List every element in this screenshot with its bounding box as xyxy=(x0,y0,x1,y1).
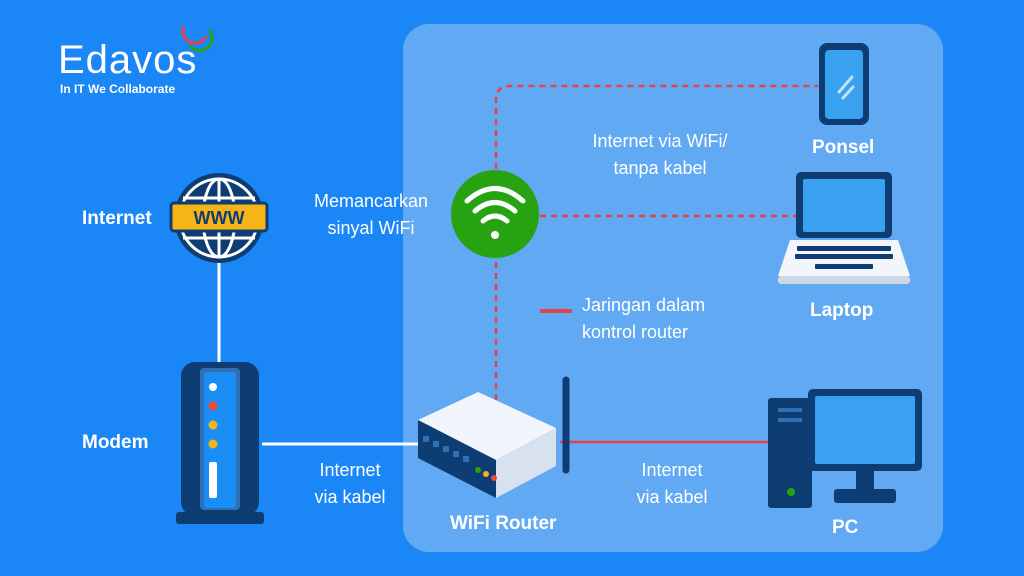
brand-logo-mark xyxy=(181,25,214,52)
wifi-icon xyxy=(451,170,539,258)
internet-label: Internet xyxy=(82,208,152,229)
router-label: WiFi Router xyxy=(450,513,557,534)
router-icon xyxy=(418,376,570,498)
router-wifi-dashed-link xyxy=(494,84,818,400)
broadcast-line-2: sinyal WiFi xyxy=(327,218,415,238)
laptop-icon xyxy=(778,172,910,284)
broadcast-line-1: Memancarkan xyxy=(313,191,429,211)
legend-label: Jaringan dalam kontrol router xyxy=(582,292,705,346)
globe-icon xyxy=(169,173,269,263)
brand-tagline: In IT We Collaborate xyxy=(60,82,176,96)
wifi-link-line-2: tanpa kabel xyxy=(613,158,707,178)
wifi-link-label: Internet via WiFi/ tanpa kabel xyxy=(570,128,750,182)
pc-icon xyxy=(768,389,922,508)
phone-label: Ponsel xyxy=(812,137,875,158)
pc-label: PC xyxy=(832,517,859,538)
modem-label: Modem xyxy=(82,432,149,453)
cable-pc-label: Internet via kabel xyxy=(612,457,732,511)
phone-icon xyxy=(819,43,869,125)
cable-modem-line-2: via kabel xyxy=(314,487,386,507)
cable-modem-line-1: Internet xyxy=(319,460,381,480)
brand-name: Edavos xyxy=(58,38,198,82)
laptop-label: Laptop xyxy=(810,300,874,321)
wifi-link-line-1: Internet via WiFi/ xyxy=(592,131,728,151)
modem-icon xyxy=(176,362,264,524)
legend-line-2: kontrol router xyxy=(582,322,689,342)
cable-modem-label: Internet via kabel xyxy=(290,457,410,511)
legend-line-1: Jaringan dalam xyxy=(582,295,706,315)
cable-pc-line-2: via kabel xyxy=(636,487,708,507)
cable-pc-line-1: Internet xyxy=(641,460,703,480)
www-label: WWW xyxy=(194,208,245,228)
broadcast-label: Memancarkan sinyal WiFi xyxy=(296,188,446,242)
